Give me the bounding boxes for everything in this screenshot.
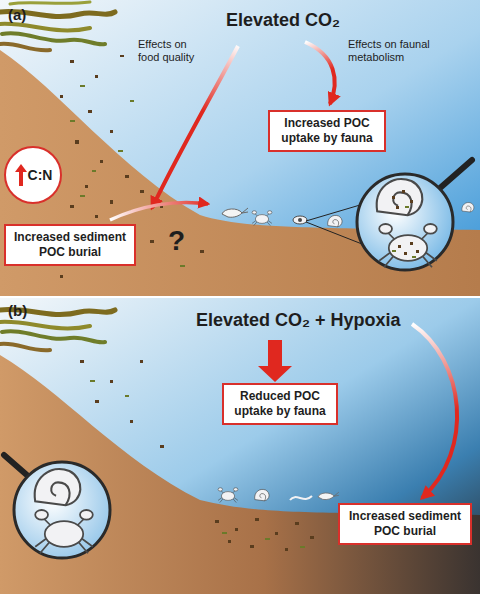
node-text: C:N <box>28 168 53 183</box>
ratio-circle: C:N <box>4 146 62 204</box>
node-text: Increased sediment POC burial <box>12 230 128 260</box>
annotation-label: Effects on faunal metabolism <box>348 38 458 64</box>
node-text: Increased POC uptake by fauna <box>276 116 378 146</box>
node-text: Reduced POC uptake by fauna <box>230 389 330 419</box>
annotation-label: (a) <box>8 6 26 24</box>
outcome-box: Reduced POC uptake by fauna <box>222 383 338 425</box>
annotation-label: ? <box>168 224 185 258</box>
outcome-box: Increased sediment POC burial <box>4 224 136 266</box>
outcome-box: Increased POC uptake by fauna <box>268 110 386 152</box>
increase-arrow <box>14 163 28 187</box>
annotation-label: (b) <box>8 302 27 320</box>
annotation-label: Effects on food quality <box>138 38 210 64</box>
outcome-box: Increased sediment POC burial <box>338 503 472 545</box>
annotation-label: Elevated CO₂ + Hypoxia <box>196 310 401 332</box>
annotation-label: Elevated CO₂ <box>226 10 340 32</box>
node-text: Increased sediment POC burial <box>346 509 464 539</box>
